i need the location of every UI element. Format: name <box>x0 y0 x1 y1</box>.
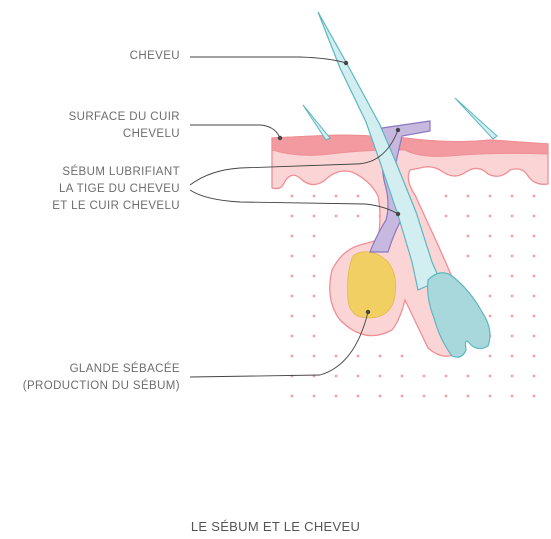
dermis-dot <box>313 355 316 358</box>
dermis-dot <box>533 215 536 218</box>
dermis-dot <box>533 375 536 378</box>
dermis-dot <box>489 215 492 218</box>
dermis-dot <box>335 195 338 198</box>
dermis-dot <box>533 395 536 398</box>
dermis-dot <box>357 195 360 198</box>
dermis-dot <box>291 235 294 238</box>
leader-scalp-surface <box>190 125 280 138</box>
dermis-dot <box>291 295 294 298</box>
dermis-dot <box>533 315 536 318</box>
leader-dot-sebum-2 <box>396 212 400 216</box>
dermis-dot <box>511 375 514 378</box>
leader-dot-scalp <box>278 136 282 140</box>
dermis-dot <box>379 355 382 358</box>
dermis-dot <box>489 235 492 238</box>
dermis-dot <box>489 195 492 198</box>
dermis-dot <box>533 295 536 298</box>
leader-sebum-2 <box>190 190 398 214</box>
dermis-dot <box>489 315 492 318</box>
dermis-dot <box>511 235 514 238</box>
dermis-dot <box>467 235 470 238</box>
dermis-dot <box>313 195 316 198</box>
dermis-dot <box>291 255 294 258</box>
small-hair-right <box>455 98 497 139</box>
dermis-dot <box>489 275 492 278</box>
dermis-dot <box>313 395 316 398</box>
dermis-dot <box>511 195 514 198</box>
dermis-dot <box>511 295 514 298</box>
dermis-dot <box>291 335 294 338</box>
dermis-dot <box>533 355 536 358</box>
small-hair-left <box>303 105 330 140</box>
dermis-dot <box>401 395 404 398</box>
label-hair: CHEVEU <box>20 48 180 65</box>
dermis-dot <box>467 195 470 198</box>
dermis-dot <box>489 375 492 378</box>
dermis-dot <box>291 355 294 358</box>
dermis-dot <box>511 275 514 278</box>
dermis-dot <box>445 215 448 218</box>
dermis-dot <box>511 215 514 218</box>
label-sebaceous-gland: GLANDE SÉBACÉE (PRODUCTION DU SÉBUM) <box>10 361 180 395</box>
dermis-dot <box>511 255 514 258</box>
dermis-dot <box>401 375 404 378</box>
dermis-dot <box>423 375 426 378</box>
label-sebum: SÉBUM LUBRIFIANT LA TIGE DU CHEVEU ET LE… <box>20 164 180 215</box>
dermis-dot <box>291 215 294 218</box>
diagram-caption: LE SÉBUM ET LE CHEVEU <box>0 519 551 534</box>
dermis-dot <box>401 355 404 358</box>
dermis-dot <box>467 395 470 398</box>
dermis-dot <box>445 395 448 398</box>
dermis-dot <box>291 275 294 278</box>
dermis-dot <box>335 355 338 358</box>
dermis-dot <box>313 275 316 278</box>
dermis-dot <box>489 295 492 298</box>
leader-dot-gland <box>366 310 370 314</box>
dermis-dot <box>379 395 382 398</box>
dermis-dot <box>335 375 338 378</box>
dermis-dot <box>291 315 294 318</box>
dermis-dot <box>533 255 536 258</box>
leader-dot-sebum-1 <box>396 128 400 132</box>
dermis-dot <box>313 295 316 298</box>
dermis-dot <box>313 255 316 258</box>
dermis-dot <box>489 255 492 258</box>
dermis-dot <box>357 375 360 378</box>
dermis-dot <box>511 315 514 318</box>
dermis-dot <box>511 395 514 398</box>
dermis-dot <box>533 235 536 238</box>
dermis-dot <box>313 215 316 218</box>
dermis-dot <box>445 195 448 198</box>
dermis-dot <box>511 355 514 358</box>
dermis-dot <box>533 195 536 198</box>
dermis-dot <box>533 335 536 338</box>
dermis-dot <box>467 255 470 258</box>
dermis-dot <box>379 375 382 378</box>
dermis-dot <box>445 375 448 378</box>
dermis-dot <box>313 335 316 338</box>
dermis-dot <box>357 395 360 398</box>
dermis-dot <box>335 215 338 218</box>
dermis-dot <box>357 355 360 358</box>
dermis-dot <box>291 195 294 198</box>
dermis-dot <box>467 375 470 378</box>
label-scalp-surface: SURFACE DU CUIR CHEVELU <box>20 109 180 143</box>
dermis-dot <box>313 235 316 238</box>
dermis-dot <box>533 275 536 278</box>
dermis-dot <box>489 355 492 358</box>
dermis-dot <box>489 395 492 398</box>
dermis-dot <box>335 395 338 398</box>
leader-hair <box>190 57 346 63</box>
leader-dot-hair <box>344 61 348 65</box>
dermis-dot <box>511 335 514 338</box>
dermis-dot <box>313 315 316 318</box>
dermis-dot <box>357 215 360 218</box>
dermis-dot <box>467 215 470 218</box>
dermis-dot <box>423 395 426 398</box>
dermis-dot <box>291 395 294 398</box>
